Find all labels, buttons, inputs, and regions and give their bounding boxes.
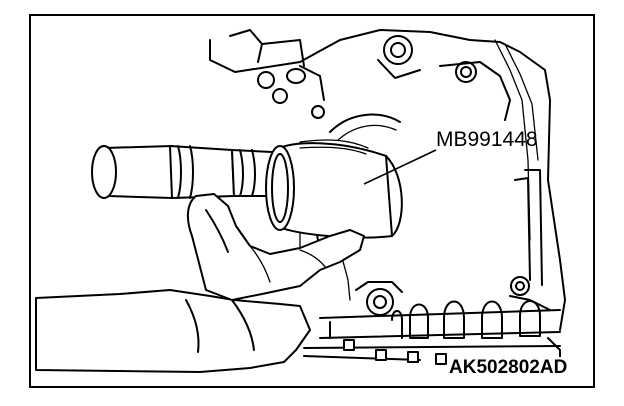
callout-leader	[363, 149, 437, 185]
special-tool-mb991448	[91, 139, 403, 239]
figure-frame	[29, 14, 595, 388]
tool-callout-label: MB991448	[436, 128, 538, 151]
transmission-case	[209, 29, 566, 371]
hand	[35, 193, 365, 373]
figure-id: AK502802AD	[447, 357, 570, 379]
